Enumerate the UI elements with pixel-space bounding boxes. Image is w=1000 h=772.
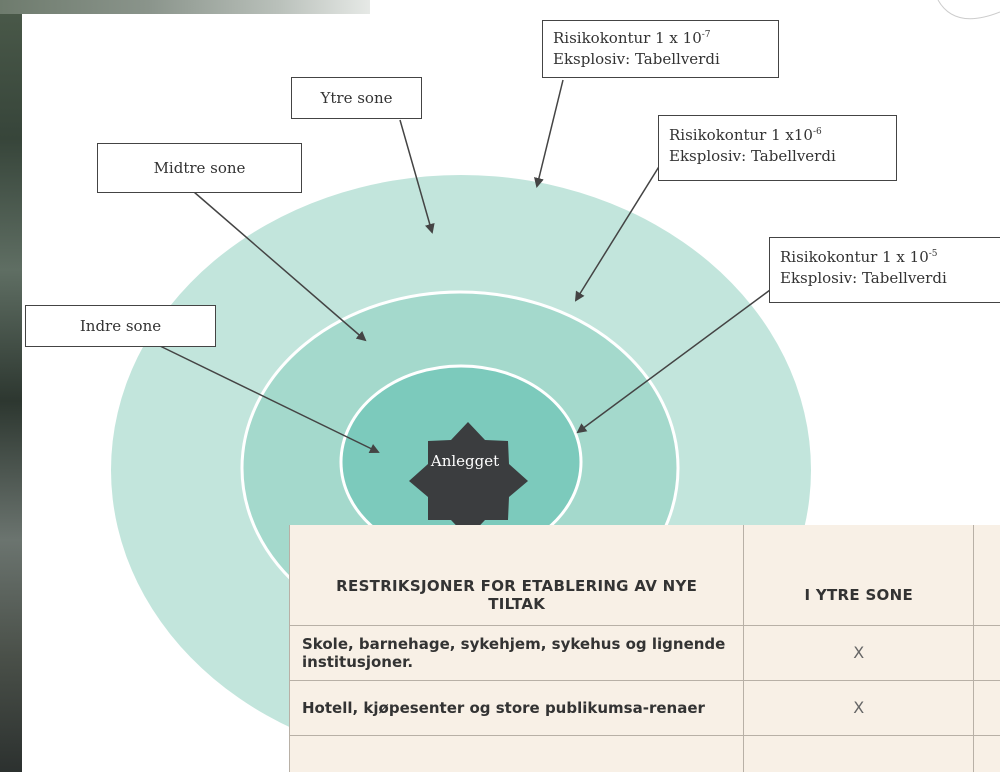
row-desc: Skole, barnehage, sykehjem, sykehus og l… bbox=[289, 624, 745, 681]
label-midtre-sone-text: Midtre sone bbox=[153, 158, 246, 177]
arrow-contour-6 bbox=[574, 164, 661, 302]
contour-5-explosive: Eksplosiv: Tabellverdi bbox=[780, 269, 947, 287]
contour-6-exponent: -6 bbox=[812, 127, 822, 137]
row-mark-next bbox=[973, 624, 1000, 681]
arrow-indre-sone bbox=[159, 345, 380, 453]
row-mark-next-partial bbox=[973, 734, 1000, 772]
table-row bbox=[289, 734, 1000, 772]
row-desc: Hotell, kjøpesenter og store publikumsa-… bbox=[289, 679, 745, 736]
label-ytre-sone-text: Ytre sone bbox=[320, 88, 393, 107]
table-header-row: RESTRIKSJONER FOR ETABLERING AV NYE TILT… bbox=[289, 525, 1000, 626]
restrictions-table-panel: RESTRIKSJONER FOR ETABLERING AV NYE TILT… bbox=[289, 525, 1000, 772]
corner-decoration bbox=[937, 0, 1000, 20]
row-mark-ytre: X bbox=[743, 679, 975, 736]
background-photo-top bbox=[0, 0, 370, 14]
label-indre-sone: Indre sone bbox=[25, 305, 216, 347]
contour-5-title: Risikokontur 1 x 10 bbox=[780, 248, 929, 266]
facility-label: Anlegget bbox=[430, 452, 500, 470]
label-midtre-sone: Midtre sone bbox=[97, 143, 302, 193]
label-ytre-sone: Ytre sone bbox=[291, 77, 422, 119]
label-risk-contour-7: Risikokontur 1 x 10-7 Eksplosiv: Tabellv… bbox=[542, 20, 779, 78]
header-restrictions: RESTRIKSJONER FOR ETABLERING AV NYE TILT… bbox=[289, 525, 745, 626]
arrow-midtre-sone bbox=[193, 191, 367, 342]
label-indre-sone-text: Indre sone bbox=[79, 316, 162, 335]
row-mark-next bbox=[973, 679, 1000, 736]
contour-7-title: Risikokontur 1 x 10 bbox=[553, 29, 702, 47]
arrow-ytre-sone bbox=[399, 119, 435, 234]
facility-star-shape bbox=[409, 422, 528, 538]
contour-5-exponent: -5 bbox=[928, 249, 938, 259]
background-photo-strip bbox=[0, 0, 22, 772]
row-mark-ytre: X bbox=[743, 624, 975, 681]
contour-6-explosive: Eksplosiv: Tabellverdi bbox=[669, 147, 836, 165]
label-risk-contour-6: Risikokontur 1 x10-6 Eksplosiv: Tabellve… bbox=[658, 115, 897, 181]
arrow-contour-5 bbox=[576, 289, 771, 434]
contour-6-title: Risikokontur 1 x10 bbox=[669, 126, 813, 144]
contour-7-exponent: -7 bbox=[701, 30, 711, 40]
header-ytre-sone: I YTRE SONE bbox=[743, 525, 975, 626]
arrow-contour-7 bbox=[534, 79, 564, 188]
table-row: Hotell, kjøpesenter og store publikumsa-… bbox=[289, 679, 1000, 736]
table-row: Skole, barnehage, sykehjem, sykehus og l… bbox=[289, 624, 1000, 681]
row-desc-partial bbox=[289, 734, 745, 772]
label-risk-contour-5: Risikokontur 1 x 10-5 Eksplosiv: Tabellv… bbox=[769, 237, 1000, 303]
restrictions-table: RESTRIKSJONER FOR ETABLERING AV NYE TILT… bbox=[289, 525, 1000, 772]
row-mark-partial bbox=[743, 734, 975, 772]
contour-7-explosive: Eksplosiv: Tabellverdi bbox=[553, 50, 720, 68]
header-next-zone bbox=[973, 525, 1000, 626]
